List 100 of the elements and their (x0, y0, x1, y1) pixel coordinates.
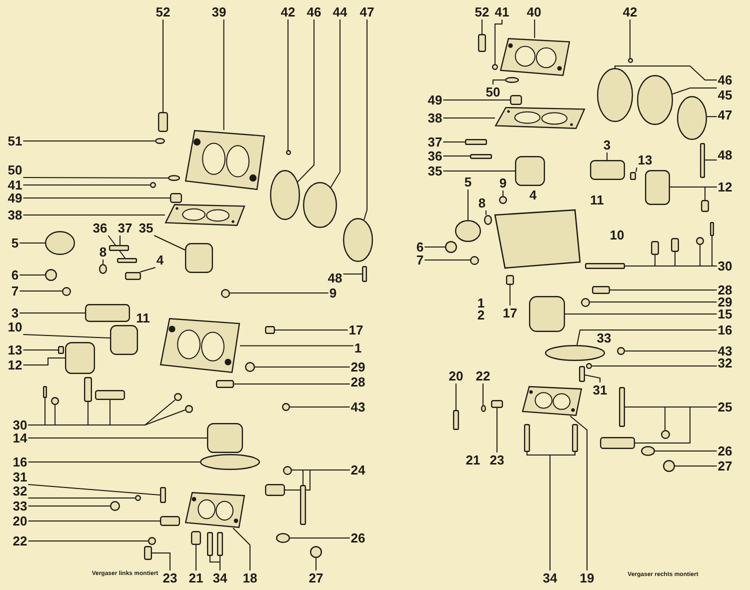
callout-number: 30 (716, 258, 734, 274)
part-drawing (170, 193, 182, 203)
callout-number: 32 (716, 356, 734, 370)
part-drawing (65, 342, 95, 374)
part-drawing (125, 272, 142, 280)
part-drawing (134, 495, 141, 502)
callout-number: 3 (602, 138, 612, 152)
part-drawing (185, 130, 265, 190)
callout-number: 26 (350, 530, 366, 546)
part-drawing (600, 437, 635, 449)
leader-line (704, 186, 718, 200)
callout-number: 4 (155, 252, 165, 268)
leader-line (494, 19, 502, 64)
leader-line (22, 214, 166, 216)
part-drawing (545, 344, 606, 361)
callout-number: 6 (10, 268, 20, 282)
part-drawing (160, 487, 166, 504)
leader-line (706, 116, 718, 118)
callout-number: 28 (716, 282, 734, 298)
part-drawing (701, 200, 709, 212)
leader-line (606, 152, 608, 160)
part-drawing (445, 241, 457, 253)
part-drawing (216, 380, 234, 388)
callout-number: 3 (10, 306, 20, 320)
part-drawing (495, 107, 585, 129)
leader-line (240, 345, 354, 346)
leader-line (19, 290, 62, 292)
callout-number: 47 (358, 4, 376, 20)
callout-number: 8 (477, 196, 487, 210)
callout-number: 9 (328, 286, 338, 300)
callout-number: 26 (716, 444, 734, 458)
part-drawing (480, 405, 486, 412)
part-drawing (191, 531, 201, 545)
part-drawing (265, 326, 275, 334)
callout-number: 15 (716, 306, 734, 322)
part-drawing (158, 112, 168, 132)
callout-number: 17 (502, 306, 518, 320)
part-drawing (155, 138, 165, 144)
callout-number: 21 (464, 452, 482, 468)
part-drawing (265, 484, 285, 496)
callout-number: 43 (716, 344, 734, 358)
part-drawing (43, 386, 47, 398)
callout-number: 13 (6, 342, 24, 358)
leader-line (634, 406, 718, 444)
leader-line (424, 246, 446, 248)
part-drawing (245, 362, 255, 372)
part-drawing (579, 366, 585, 382)
part-drawing (630, 172, 636, 180)
part-drawing (641, 446, 655, 456)
leader-line (19, 312, 86, 314)
callout-number: 43 (350, 400, 366, 414)
part-drawing (492, 64, 498, 70)
part-drawing (221, 288, 230, 298)
part-drawing (110, 324, 138, 355)
callout-number: 10 (6, 320, 24, 334)
callout-number: 23 (162, 570, 178, 586)
part-drawing (677, 96, 707, 140)
part-drawing (645, 170, 670, 204)
part-drawing (671, 238, 679, 252)
leader-line (230, 292, 329, 294)
leader-line (614, 66, 718, 80)
part-drawing (207, 532, 213, 556)
part-drawing (597, 68, 633, 122)
callout-number: 37 (116, 220, 134, 236)
callout-number: 11 (589, 192, 605, 208)
callout-number: 28 (350, 374, 366, 390)
leader-line (636, 167, 638, 172)
leader-line (502, 190, 504, 196)
part-drawing (286, 150, 290, 155)
part-drawing (478, 34, 486, 52)
part-drawing (160, 516, 180, 526)
leader-line (28, 410, 186, 426)
callout-number: 17 (348, 322, 364, 338)
part-drawing (592, 286, 610, 294)
callout-number: 44 (332, 4, 348, 20)
part-drawing (617, 347, 625, 355)
part-drawing (200, 454, 260, 470)
callout-number: 29 (716, 294, 734, 310)
callout-number: 27 (716, 458, 734, 474)
leader-line (442, 170, 516, 172)
part-drawing (51, 397, 59, 405)
callout-number: 46 (716, 72, 734, 88)
callout-number: 11 (135, 310, 151, 326)
part-drawing (160, 318, 240, 372)
part-drawing (109, 245, 130, 251)
leader-line (22, 177, 168, 178)
leader-line (550, 452, 576, 571)
callout-number: 48 (716, 148, 734, 162)
callout-number: 42 (280, 4, 296, 20)
leader-line (654, 450, 718, 452)
callout-number: 52 (474, 4, 490, 20)
leader-line (232, 528, 250, 571)
callout-number: 46 (306, 4, 322, 20)
callout-number: 5 (10, 236, 20, 250)
callout-number: 34 (212, 570, 228, 586)
part-drawing (84, 377, 92, 402)
callout-number: 33 (596, 330, 612, 346)
callout-number: 36 (92, 220, 108, 236)
callout-number: 7 (415, 252, 425, 268)
callout-number: 20 (448, 368, 464, 384)
